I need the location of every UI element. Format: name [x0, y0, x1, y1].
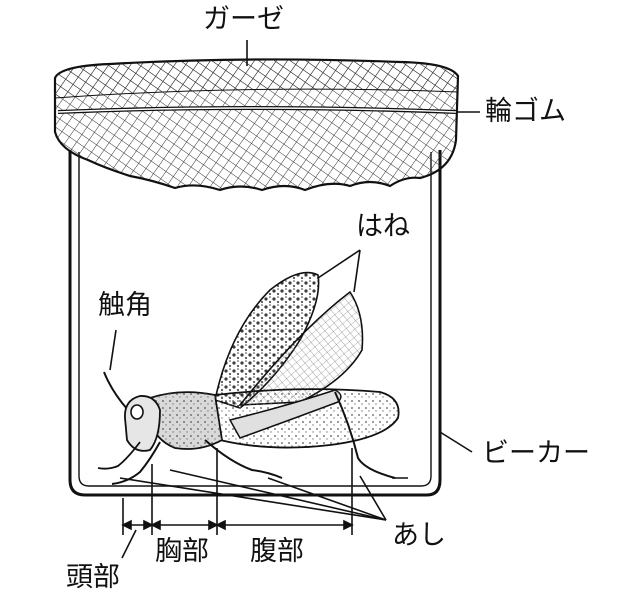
- label-head: 頭部: [66, 562, 120, 593]
- gauze-cloth: [53, 58, 460, 192]
- hind-leg: [228, 389, 342, 439]
- label-legs: あし: [392, 520, 446, 551]
- label-rubber-band: 輪ゴム: [485, 96, 566, 127]
- grasshopper: [97, 271, 408, 485]
- rubber-band: [57, 106, 457, 114]
- beaker: [68, 150, 442, 497]
- label-abdomen: 腹部: [250, 536, 304, 567]
- front-leg: [111, 441, 161, 485]
- leader-lines: [109, 40, 480, 521]
- label-wings: はね: [356, 211, 410, 242]
- hindwing: [238, 290, 364, 406]
- label-beaker: ビーカー: [482, 438, 590, 469]
- label-thorax: 胸部: [155, 536, 209, 567]
- head-shape: [124, 395, 161, 452]
- compound-eye: [130, 404, 144, 420]
- label-antenna: 触角: [98, 290, 152, 321]
- segment-bars: [121, 448, 354, 559]
- abdomen-shape: [214, 388, 400, 449]
- label-gauze: ガーゼ: [203, 4, 284, 35]
- antenna-line: [103, 371, 129, 411]
- middle-leg: [204, 439, 283, 479]
